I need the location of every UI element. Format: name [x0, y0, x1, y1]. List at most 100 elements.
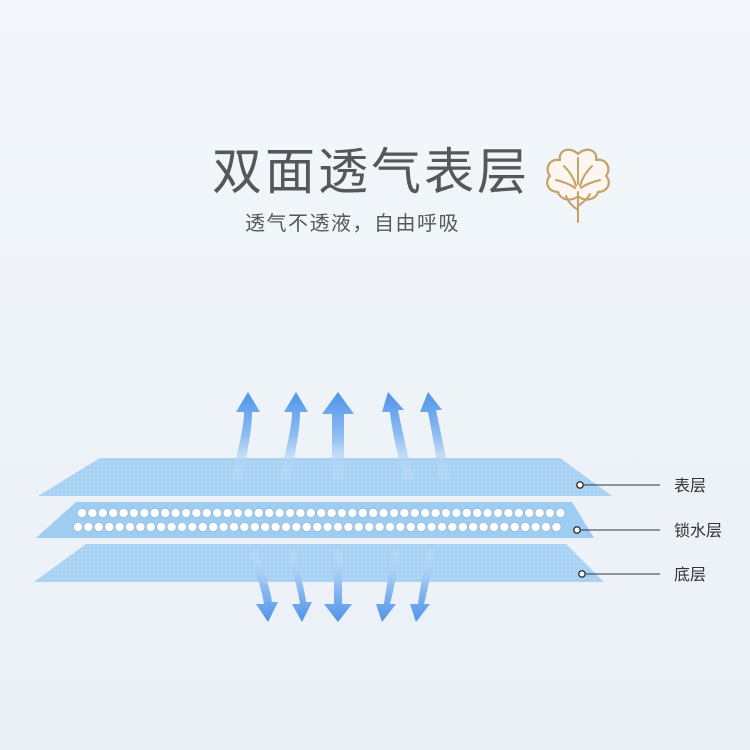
bead: [551, 522, 562, 533]
up-arrow: [322, 392, 354, 480]
bead: [472, 507, 483, 518]
bead: [249, 522, 260, 533]
bead: [135, 522, 146, 533]
bead: [524, 507, 535, 518]
bead: [228, 522, 239, 533]
bead: [201, 507, 212, 518]
bead: [395, 522, 406, 533]
bead: [357, 507, 368, 518]
bead: [447, 522, 458, 533]
bead: [93, 522, 104, 533]
bead: [478, 522, 489, 533]
bead: [378, 507, 389, 518]
bead: [440, 507, 451, 518]
down-arrow: [376, 550, 400, 622]
bead: [149, 507, 160, 518]
down-arrow: [288, 550, 312, 622]
bead: [139, 507, 150, 518]
bead: [374, 522, 385, 533]
bead: [305, 507, 316, 518]
bead: [384, 522, 395, 533]
bead: [555, 507, 566, 518]
bead: [253, 507, 264, 518]
bead: [388, 507, 399, 518]
bead: [399, 507, 410, 518]
bead: [534, 507, 545, 518]
down-arrow: [410, 550, 434, 622]
bead: [353, 522, 364, 533]
up-arrow: [232, 392, 260, 480]
bead: [322, 522, 333, 533]
bead: [499, 522, 510, 533]
pointer-dot: [578, 570, 586, 578]
bead: [482, 507, 493, 518]
bead: [280, 522, 291, 533]
bead: [368, 507, 379, 518]
bead: [97, 507, 108, 518]
bead: [530, 522, 541, 533]
bead: [509, 522, 520, 533]
cotton-flower-icon: [546, 148, 610, 223]
label-pointers: [573, 481, 660, 578]
bead: [541, 522, 552, 533]
pointer-dot: [573, 526, 581, 534]
bead: [108, 507, 119, 518]
up-arrow: [420, 392, 450, 480]
absorbent-beads: [73, 507, 566, 533]
bottom-layer-sheet: [34, 544, 604, 582]
bead: [503, 507, 514, 518]
bead: [468, 522, 479, 533]
page-title: 双面透气表层: [212, 143, 530, 201]
bead: [436, 522, 447, 533]
label-water-lock-layer: 锁水层: [674, 521, 723, 540]
bead: [545, 507, 556, 518]
bead: [166, 522, 177, 533]
bead: [222, 507, 233, 518]
bead: [218, 522, 229, 533]
bead: [212, 507, 223, 518]
bead: [520, 522, 531, 533]
bead: [87, 507, 98, 518]
up-arrow: [382, 392, 414, 480]
bead: [326, 507, 337, 518]
page-subtitle: 透气不透液，自由呼吸: [245, 211, 460, 235]
label-top-layer: 表层: [674, 476, 707, 495]
bead: [343, 522, 354, 533]
bead: [170, 507, 181, 518]
bead: [332, 522, 343, 533]
bead: [347, 507, 358, 518]
bead: [513, 507, 524, 518]
bead: [128, 507, 139, 518]
down-arrow: [250, 550, 278, 622]
bead: [260, 522, 271, 533]
bead: [316, 507, 327, 518]
bead: [430, 507, 441, 518]
bead: [457, 522, 468, 533]
bead: [291, 522, 302, 533]
bead: [284, 507, 295, 518]
bead: [312, 522, 323, 533]
bead: [104, 522, 115, 533]
bead: [125, 522, 136, 533]
bead: [492, 507, 503, 518]
bead: [232, 507, 243, 518]
bead: [208, 522, 219, 533]
bead: [461, 507, 472, 518]
downward-arrows: [250, 550, 434, 622]
bead: [488, 522, 499, 533]
bead: [264, 507, 275, 518]
bead: [301, 522, 312, 533]
bead: [176, 522, 187, 533]
upward-arrows: [232, 392, 450, 480]
middle-layer-sheet: [36, 502, 594, 538]
up-arrow: [280, 392, 308, 480]
bead: [420, 507, 431, 518]
bead: [416, 522, 427, 533]
top-layer-sheet: [38, 458, 612, 496]
bead: [180, 507, 191, 518]
bead: [426, 522, 437, 533]
bead: [336, 507, 347, 518]
bead: [191, 507, 202, 518]
